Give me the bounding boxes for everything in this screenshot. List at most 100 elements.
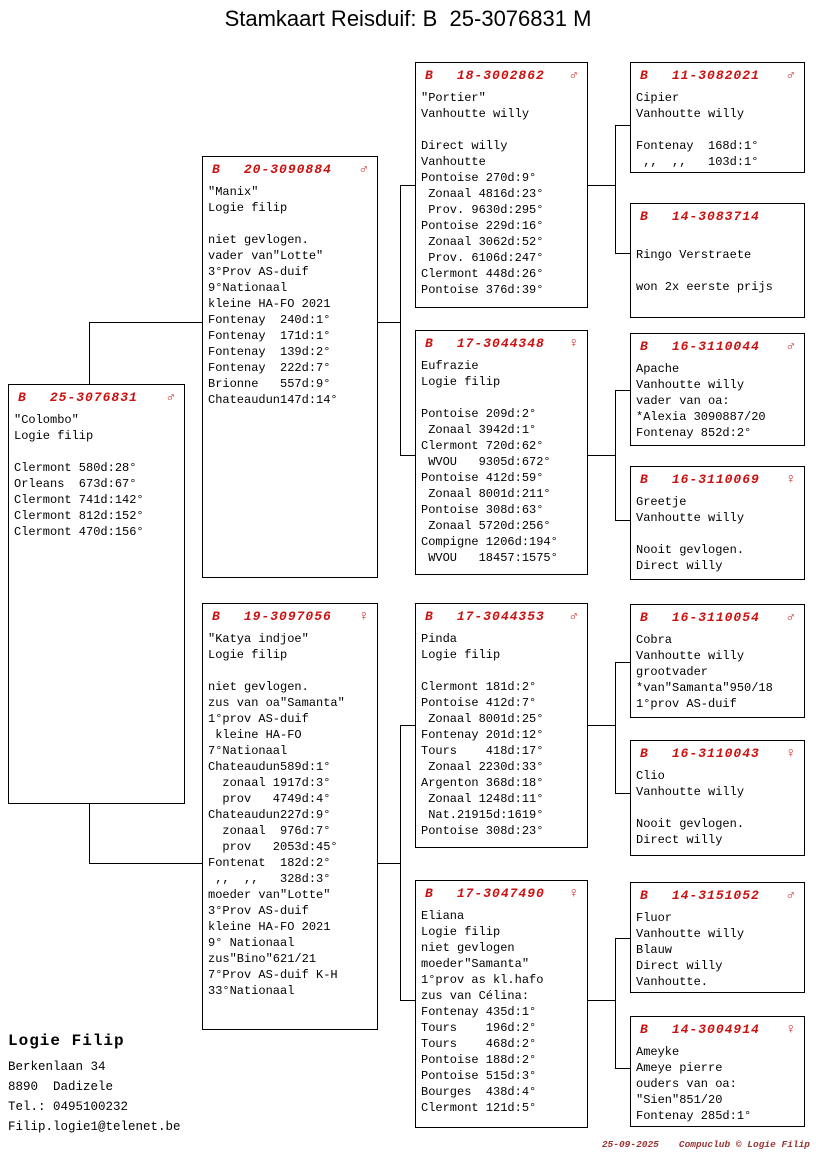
ring-header: B 14-3083714 xyxy=(631,204,804,228)
box-text-line: Vanhoutte willy xyxy=(636,785,745,799)
box-text-line xyxy=(208,216,372,232)
ring-header: B 17-3044353 ♂ xyxy=(416,604,587,628)
box-text-line: Fontenat 182d:2° xyxy=(208,856,331,870)
connector-line xyxy=(615,793,630,794)
sex-symbol: ♂ xyxy=(786,610,795,626)
country-code: B xyxy=(425,68,433,83)
box-text-line: niet gevlogen. xyxy=(208,680,309,694)
connector-line xyxy=(400,725,401,1001)
box-text-line: Pontoise 515d:3° xyxy=(421,1069,537,1083)
box-text-line: Clermont 812d:152° xyxy=(14,509,144,523)
box-text-line: Vanhoutte willy xyxy=(636,511,745,525)
ring-header: B 17-3044348 ♀ xyxy=(416,331,587,355)
box-text-line: Ameyke xyxy=(636,1045,680,1059)
box-text-line: Pontoise 308d:23° xyxy=(421,824,544,838)
box-text-line xyxy=(636,231,799,247)
country-code: B xyxy=(640,339,648,354)
country-code: B xyxy=(18,390,26,405)
box-text-line: niet gevlogen. xyxy=(208,233,309,247)
box-text-line: Pontoise 188d:2° xyxy=(421,1053,537,1067)
connector-line xyxy=(615,520,630,521)
box-text-line: zonaal 976d:7° xyxy=(208,824,331,838)
box-text-line: Compigne 1206d:194° xyxy=(421,535,558,549)
connector-line xyxy=(89,322,90,384)
box-text-line xyxy=(636,263,799,279)
box-text-line: Brionne 557d:9° xyxy=(208,377,331,391)
sex-symbol: ♂ xyxy=(166,390,175,406)
box-text-line: zus van Célina: xyxy=(421,989,530,1003)
sex-symbol: ♀ xyxy=(569,886,578,902)
sex-symbol: ♂ xyxy=(359,162,368,178)
ring-header: B 25-3076831 ♂ xyxy=(9,385,184,409)
connector-line xyxy=(588,725,616,726)
ring-header: B 16-3110054 ♂ xyxy=(631,605,804,629)
box-text-line: prov 4749d:4° xyxy=(208,792,331,806)
country-code: B xyxy=(425,336,433,351)
box-text-line: Fontenay 171d:1° xyxy=(208,329,331,343)
sex-symbol: ♂ xyxy=(786,339,795,355)
box-text-line: ,, ,, 103d:1° xyxy=(636,155,759,169)
ring-number: 20-3090884 xyxy=(243,162,332,177)
box-text-line: 7°Nationaal xyxy=(208,744,288,758)
box-text-line: Nat.21915d:1619° xyxy=(421,808,544,822)
box-text-line: WVOU 9305d:672° xyxy=(421,455,551,469)
connector-line xyxy=(378,863,401,864)
box-text-line: prov 2053d:45° xyxy=(208,840,338,854)
ring-number: 16-3110044 xyxy=(671,339,760,354)
box-text-line: Apache xyxy=(636,362,680,376)
box-text-line: Cobra xyxy=(636,633,673,647)
box-text-line xyxy=(421,663,582,679)
box-text-line: Tours 196d:2° xyxy=(421,1021,537,1035)
owner-address-line1: Berkenlaan 34 xyxy=(8,1060,106,1074)
box-text-line: Clermont 580d:28° xyxy=(14,461,137,475)
box-text-line: Pontoise 376d:39° xyxy=(421,283,544,297)
connector-line xyxy=(615,662,630,663)
box-text-line: WVOU 18457:1575° xyxy=(421,551,558,565)
country-code: B xyxy=(640,746,648,761)
country-code: B xyxy=(640,1022,648,1037)
box-text-line: "Sien"851/20 xyxy=(636,1093,723,1107)
connector-line xyxy=(615,1068,630,1069)
connector-line xyxy=(588,185,616,186)
sex-symbol: ♀ xyxy=(786,1022,795,1038)
ring-number: 17-3044348 xyxy=(456,336,545,351)
connector-line xyxy=(400,185,415,186)
box-text-line: Clermont 448d:26° xyxy=(421,267,544,281)
ring-header: B 17-3047490 ♀ xyxy=(416,881,587,905)
box-text-line: Fontenay 285d:1° xyxy=(636,1109,752,1123)
sex-symbol: ♀ xyxy=(359,609,368,625)
box-text-line: Clio xyxy=(636,769,665,783)
box-text-line: Direct willy xyxy=(636,959,723,973)
connector-line xyxy=(400,725,415,726)
connector-line xyxy=(615,662,616,794)
box-text-line xyxy=(636,800,799,816)
box-text-line xyxy=(14,444,179,460)
box-text-line: Chateaudun147d:14° xyxy=(208,393,338,407)
ring-number: 14-3004914 xyxy=(671,1022,760,1037)
box-text-line: Greetje xyxy=(636,495,687,509)
box-text-line: Pontoise 270d:9° xyxy=(421,171,537,185)
box-text-line: Blauw xyxy=(636,943,673,957)
connector-line xyxy=(89,803,90,864)
box-text-line: Clermont 720d:62° xyxy=(421,439,544,453)
box-text-line: Argenton 368d:18° xyxy=(421,776,544,790)
box-text-line: Zonaal 3062d:52° xyxy=(421,235,544,249)
box-text-line xyxy=(636,526,799,542)
box-text-line: Tours 418d:17° xyxy=(421,744,544,758)
box-text-line xyxy=(421,122,582,138)
box-text-line: Clermont 181d:2° xyxy=(421,680,537,694)
sex-symbol: ♂ xyxy=(786,888,795,904)
